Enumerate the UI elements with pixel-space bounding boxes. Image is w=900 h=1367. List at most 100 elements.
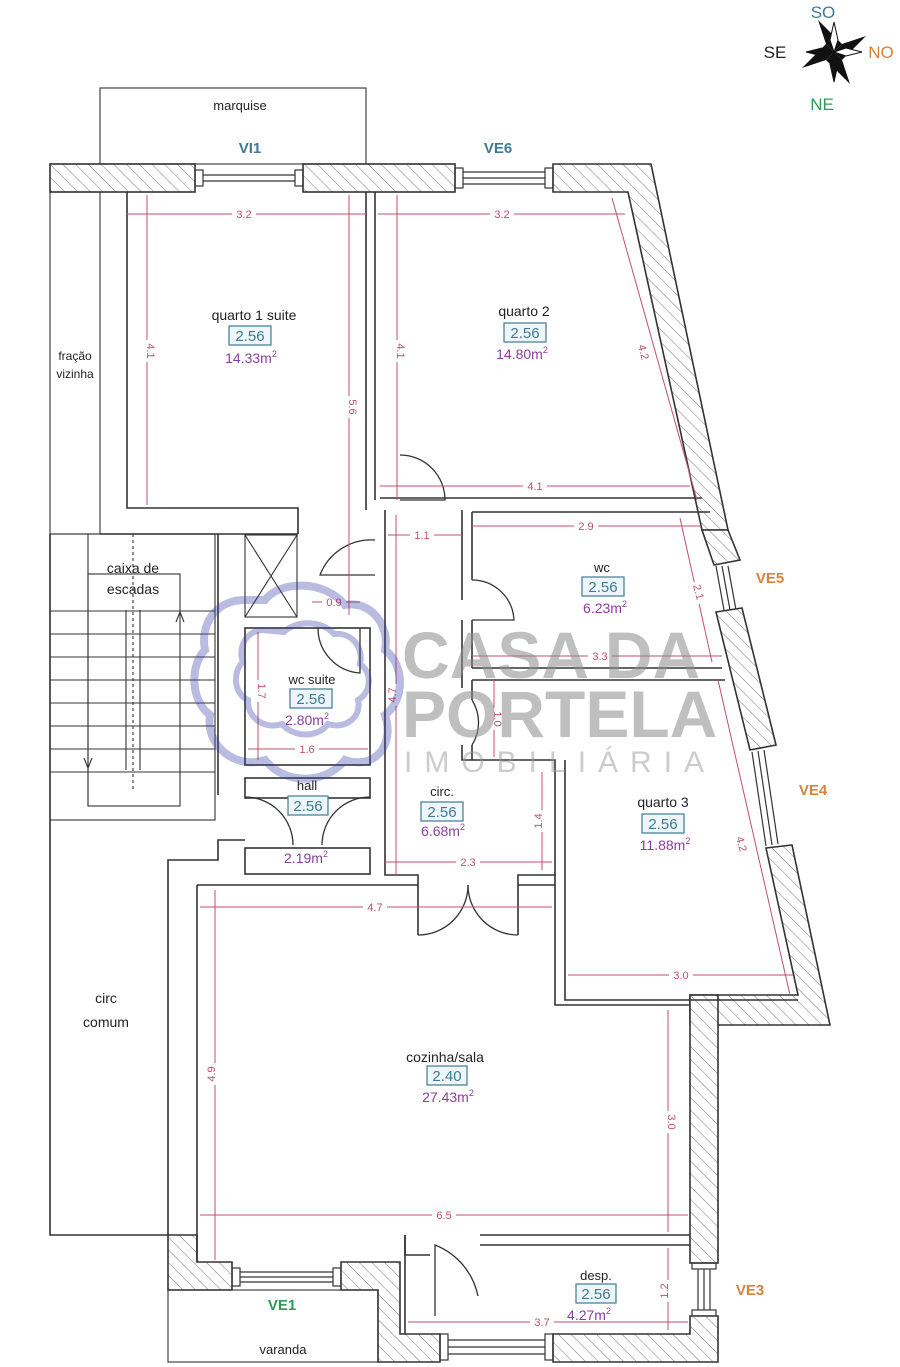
svg-text:4.1: 4.1: [527, 481, 542, 493]
room-name: desp.: [580, 1268, 612, 1283]
room-name: circ.: [430, 784, 454, 799]
window-ve6: [454, 167, 554, 189]
circ-comum-inner: [167, 839, 245, 1235]
sala-door-left[interactable]: [417, 884, 469, 936]
room-wc-suite: wc suite 2.56 2.80m2: [285, 672, 335, 728]
right-wall-segment-2: [715, 607, 777, 751]
marquise-outline: [99, 87, 367, 165]
right-wall-segment: [700, 529, 742, 566]
desp-wall-top: [404, 1235, 430, 1256]
room-desp: desp. 2.56 4.27m2: [567, 1268, 617, 1323]
window-ve2: [439, 1333, 554, 1361]
staircase: [49, 533, 216, 821]
ceiling-height: 2.56: [296, 691, 325, 708]
watermark-logo-icon: [190, 581, 404, 783]
svg-text:3.0: 3.0: [665, 1114, 677, 1129]
svg-text:4.1: 4.1: [394, 343, 406, 358]
sala-top-right-wall: [554, 875, 690, 1006]
compass-rose-icon: [802, 20, 866, 84]
svg-text:3.0: 3.0: [673, 970, 688, 982]
window-label-ve5: VE5: [756, 570, 784, 587]
svg-text:1.7: 1.7: [255, 683, 267, 698]
svg-text:1.1: 1.1: [414, 530, 429, 542]
fracao-vizinha-outline: [49, 191, 101, 535]
room-cozinha-sala: cozinha/sala 2.40 27.43m2: [406, 1049, 484, 1105]
quarto3-door[interactable]: [471, 699, 480, 746]
svg-text:1.4: 1.4: [533, 813, 545, 828]
quarto2-door[interactable]: [399, 454, 446, 501]
window-ve5: [715, 565, 737, 611]
room-area: 2.19m2: [284, 849, 328, 866]
window-label-ve1: VE1: [268, 1297, 296, 1314]
desp-door[interactable]: [434, 1244, 479, 1316]
svg-text:2.9: 2.9: [578, 521, 593, 533]
svg-text:6.5: 6.5: [436, 1210, 451, 1222]
circ-comum-label-1: circ: [95, 990, 117, 1006]
quarto1-door[interactable]: [319, 539, 376, 576]
svg-text:4.7: 4.7: [367, 902, 382, 914]
ceiling-height: 2.56: [427, 804, 456, 821]
window-label-ve6: VE6: [484, 140, 512, 157]
circ-comum-outline: [49, 534, 168, 1236]
window-label-vi1: VI1: [239, 140, 262, 157]
room-area: 11.88m2: [640, 836, 691, 853]
circ-comum-label-2: comum: [83, 1014, 129, 1030]
wc-suite-walls: [244, 627, 371, 766]
quarto1-wall: [126, 192, 299, 534]
wc-suite-door[interactable]: [317, 627, 361, 674]
caixa-escadas-label-2: escadas: [107, 581, 159, 597]
room-quarto-2: quarto 2 2.56 14.80m2: [496, 303, 550, 362]
room-name: wc suite: [288, 672, 336, 687]
compass-north-label: SO: [811, 3, 836, 22]
circ-left-wall: [384, 510, 419, 935]
fracao-vizinha-label-2: vizinha: [56, 367, 94, 381]
room-name: wc: [593, 560, 610, 575]
svg-text:2.3: 2.3: [460, 857, 475, 869]
shaft-icon: [244, 534, 298, 618]
svg-text:4.2: 4.2: [635, 343, 651, 361]
quarto3-walls: [564, 760, 798, 1001]
svg-text:3.3: 3.3: [592, 651, 607, 663]
ceiling-height: 2.56: [648, 816, 677, 833]
room-area: 2.80m2: [285, 711, 329, 728]
ceiling-height: 2.40: [432, 1068, 461, 1085]
hall-door-right[interactable]: [321, 796, 371, 846]
sala-door-right[interactable]: [467, 884, 519, 936]
window-vi1: [194, 169, 304, 187]
room-area: 6.23m2: [583, 599, 627, 616]
window-ve4: [751, 749, 779, 847]
svg-text:1.6: 1.6: [299, 744, 314, 756]
watermark-line1: CASA DA: [402, 618, 700, 692]
window-ve1: [231, 1267, 342, 1287]
svg-text:4.1: 4.1: [144, 343, 156, 358]
room-wc: wc 2.56 6.23m2: [581, 560, 627, 616]
wc-door[interactable]: [471, 579, 515, 621]
bottom-mid-wall: [340, 1261, 441, 1363]
hall-bottom-wall: [244, 847, 371, 875]
ceiling-height: 2.56: [293, 798, 322, 815]
svg-text:2.1: 2.1: [690, 583, 706, 601]
room-name: hall: [297, 778, 317, 793]
room-name: quarto 3: [637, 794, 689, 810]
watermark-line3: IMOBILIÁRIA: [404, 746, 716, 779]
bottom-left-wall: [167, 1234, 233, 1291]
caixa-escadas-label-1: caixa de: [107, 560, 159, 576]
room-circ: circ. 2.56 6.68m2: [420, 784, 465, 839]
room-quarto-1-suite: quarto 1 suite 2.56 14.33m2: [212, 307, 297, 366]
svg-text:1.2: 1.2: [659, 1283, 671, 1298]
top-wall-left: [49, 163, 196, 193]
compass-west-label: SE: [764, 43, 787, 62]
ceiling-height: 2.56: [588, 579, 617, 596]
svg-text:4.7: 4.7: [387, 687, 399, 702]
compass-east-label: NO: [868, 43, 894, 62]
svg-text:3.2: 3.2: [494, 209, 509, 221]
room-area: 14.80m2: [496, 345, 548, 362]
room-hall: hall 2.56 2.19m2: [284, 778, 329, 866]
ceiling-height: 2.56: [581, 1286, 610, 1303]
marquise-label: marquise: [213, 98, 266, 113]
top-wall-mid: [302, 163, 456, 193]
room-name: quarto 2: [498, 303, 550, 319]
hall-door-left[interactable]: [244, 796, 294, 846]
compass-south-label: NE: [810, 95, 834, 114]
